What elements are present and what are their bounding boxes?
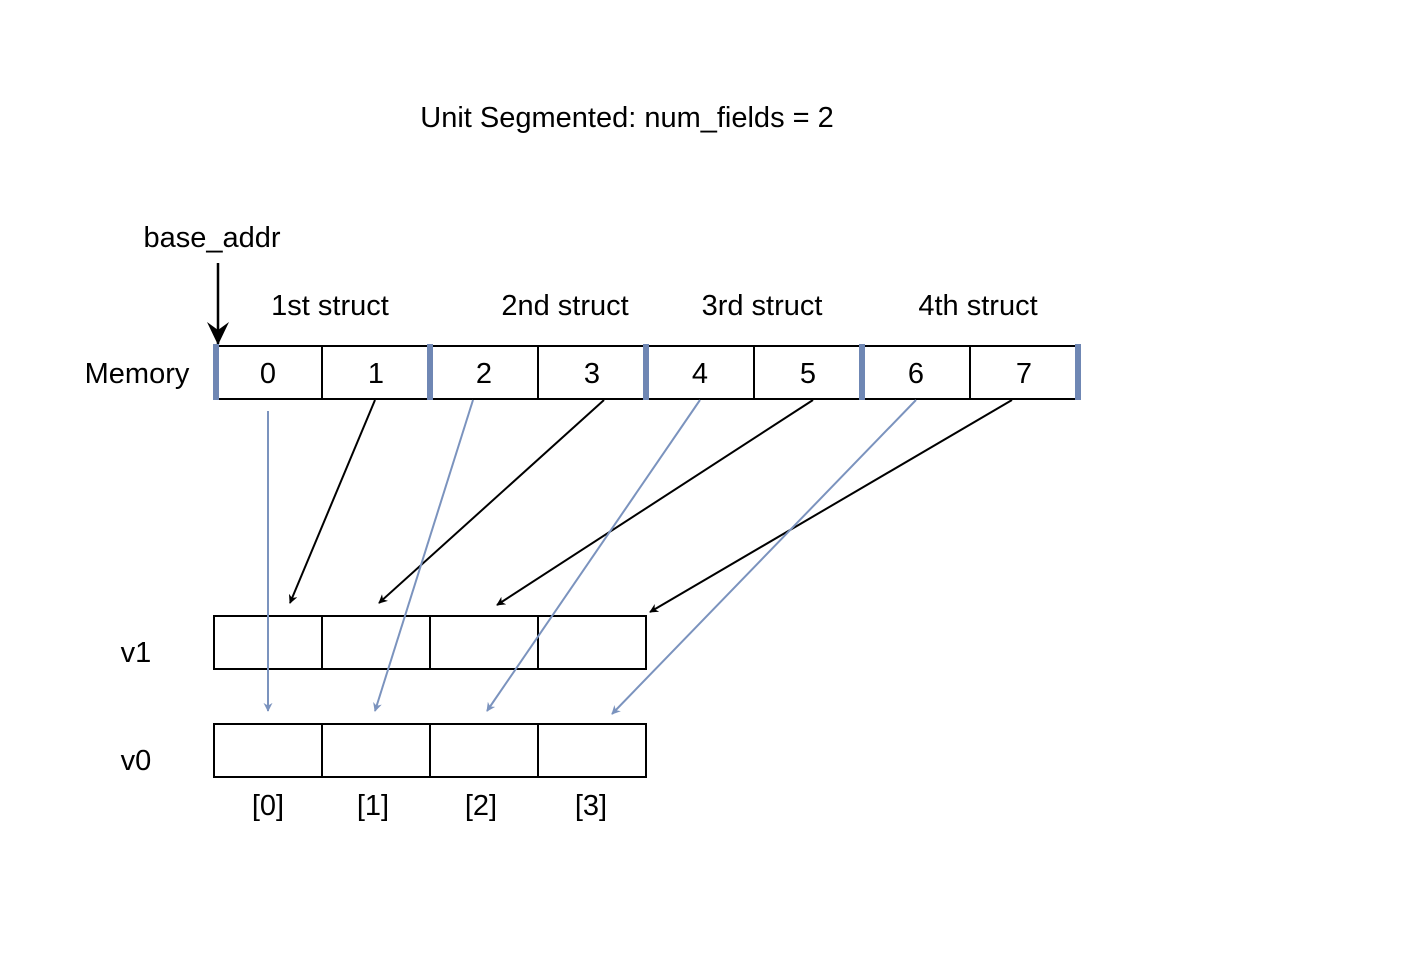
struct-label-1: 1st struct xyxy=(271,290,389,322)
register-cell xyxy=(537,723,647,778)
base-addr-arrowhead xyxy=(207,322,229,345)
memory-label: Memory xyxy=(85,358,190,390)
memory-cell-value: 0 xyxy=(260,358,276,390)
arrow-mem3-to-v1 xyxy=(378,399,605,604)
register-cell xyxy=(429,615,539,670)
arrow-mem7-to-v1 xyxy=(649,399,1013,613)
field1-arrows xyxy=(288,399,1013,613)
struct-boundary-marker xyxy=(859,344,865,400)
register-label-v0: v0 xyxy=(121,745,152,777)
memory-cell xyxy=(969,345,1079,400)
struct-boundary-marker xyxy=(213,344,219,400)
struct-boundary-marker xyxy=(1075,344,1081,400)
memory-cell xyxy=(753,345,863,400)
struct-boundary-marker xyxy=(427,344,433,400)
struct-boundaries xyxy=(213,344,1081,400)
memory-cell-values: 0 1 2 3 4 5 6 7 xyxy=(260,358,1032,390)
register-label-v1: v1 xyxy=(121,637,152,669)
register-cell xyxy=(429,723,539,778)
struct-label-2: 2nd struct xyxy=(501,290,628,322)
element-index: [0] xyxy=(252,790,284,822)
element-index: [1] xyxy=(357,790,389,822)
register-cell xyxy=(321,615,431,670)
struct-label-4: 4th struct xyxy=(918,290,1037,322)
arrow-mem6-to-v0 xyxy=(611,399,917,715)
register-cell xyxy=(537,615,647,670)
register-cell xyxy=(321,723,431,778)
register-v1 xyxy=(213,615,647,670)
memory-cell-value: 2 xyxy=(476,358,492,390)
field0-arrows xyxy=(263,399,917,715)
memory-row xyxy=(213,345,1079,400)
register-v0 xyxy=(213,723,647,778)
arrow-mem1-to-v1 xyxy=(288,399,376,604)
memory-cell-value: 7 xyxy=(1016,358,1032,390)
memory-cell xyxy=(861,345,971,400)
struct-boundary-marker xyxy=(643,344,649,400)
memory-cell-value: 1 xyxy=(368,358,384,390)
register-cell xyxy=(213,723,323,778)
memory-cell-value: 6 xyxy=(908,358,924,390)
memory-cell-value: 5 xyxy=(800,358,816,390)
struct-label-3: 3rd struct xyxy=(702,290,823,322)
diagram-title: Unit Segmented: num_fields = 2 xyxy=(420,102,834,134)
memory-cell-value: 4 xyxy=(692,358,708,390)
arrow-mem2-to-v0 xyxy=(373,399,474,712)
memory-cell xyxy=(537,345,647,400)
arrow-mem5-to-v1 xyxy=(496,399,814,606)
arrow-mem4-to-v0 xyxy=(486,399,701,712)
memory-cell-value: 3 xyxy=(584,358,600,390)
element-index: [2] xyxy=(465,790,497,822)
base-addr-label: base_addr xyxy=(143,222,280,254)
element-index: [3] xyxy=(575,790,607,822)
